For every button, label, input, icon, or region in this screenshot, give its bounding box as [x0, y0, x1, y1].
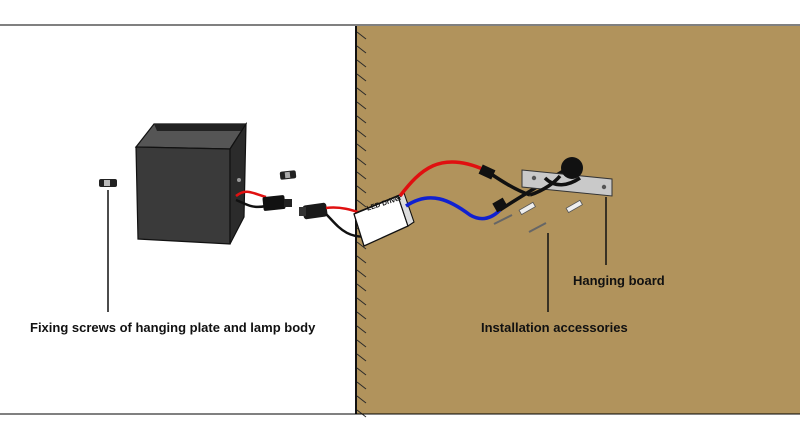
- hatch-tick: [356, 185, 367, 194]
- hatch-tick: [356, 115, 367, 124]
- hanging-board-label: Hanging board: [573, 273, 665, 288]
- led-driver: [353, 192, 415, 247]
- hatch-tick: [356, 171, 367, 180]
- hatch-tick: [356, 269, 367, 278]
- hanging-board: [521, 157, 613, 197]
- main-wires: [398, 160, 566, 221]
- hatch-tick: [356, 129, 367, 138]
- lamp-body: [134, 121, 248, 245]
- installation-accessories: [493, 199, 583, 233]
- hatch-tick: [356, 45, 367, 54]
- lamp-screw: [279, 170, 297, 180]
- hatch-tick: [356, 367, 367, 376]
- hatch-tick: [356, 297, 367, 306]
- wall: [356, 26, 800, 414]
- fixing-screws-label: Fixing screws of hanging plate and lamp …: [30, 320, 316, 335]
- hatch-tick: [356, 31, 367, 40]
- hatch-tick: [356, 283, 367, 292]
- hatch-tick: [356, 143, 367, 152]
- hatch-tick: [356, 255, 367, 264]
- hatch-tick: [356, 241, 367, 250]
- hatch-tick: [356, 395, 367, 404]
- hatch-tick: [356, 59, 367, 68]
- hatch-tick: [356, 73, 367, 82]
- hatch-tick: [356, 339, 367, 348]
- hatch-tick: [356, 87, 367, 96]
- hatch-tick: [356, 199, 367, 208]
- wall-hatching: [356, 31, 367, 418]
- lamp-connector: [235, 190, 292, 211]
- hatch-tick: [356, 157, 367, 166]
- hatch-tick: [356, 101, 367, 110]
- hatch-tick: [356, 381, 367, 390]
- hatch-tick: [356, 325, 367, 334]
- installation-accessories-label: Installation accessories: [481, 320, 628, 335]
- fixing-screw: [99, 179, 117, 187]
- hatch-tick: [356, 353, 367, 362]
- hatch-tick: [356, 311, 367, 320]
